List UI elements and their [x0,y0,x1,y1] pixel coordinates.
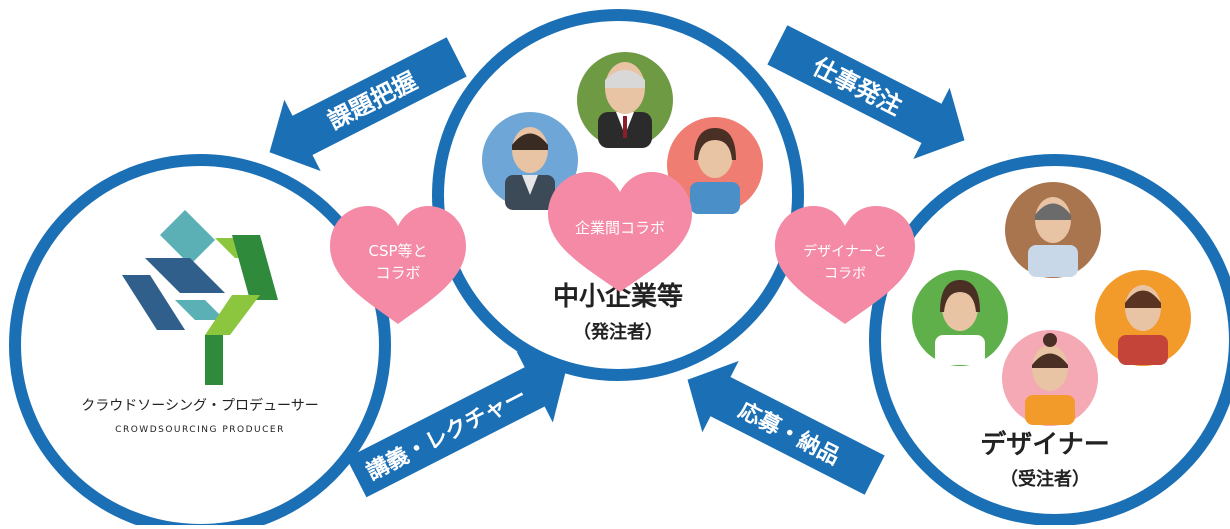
heart-company: 企業間コラボ [548,172,692,292]
avatar-elder-man [577,52,673,148]
avatar-woman [667,117,763,214]
avatar-man [482,112,578,210]
left-ring [9,154,391,529]
heart-designer-line2: コラボ [824,266,866,282]
right-subtitle: （受注者） [1000,468,1090,490]
arrow-bottom-left-label: 講義・レクチャー [362,383,530,486]
heart-csp-line1: CSP等と [368,242,427,260]
csp-logo-text-jp: クラウドソーシング・プロデューサー [81,397,318,414]
csp-logo-text-en: CROWDSOURCING PRODUCER [115,425,285,435]
heart-csp-line2: コラボ [375,264,420,282]
csp-logo-icon [122,210,278,385]
center-subtitle: （発注者） [573,321,663,343]
avatar-designer-4 [1002,330,1098,426]
heart-csp: CSP等と コラボ [330,206,466,324]
arrow-bottom-right: 応募・納品 [687,360,885,495]
right-title: デザイナー [980,429,1109,460]
avatar-designer-1 [1005,182,1101,278]
heart-company-label: 企業間コラボ [575,219,665,237]
heart-designer: デザイナーと コラボ [775,206,915,324]
avatar-designer-3 [1095,270,1191,366]
heart-designer-line1: デザイナーと [803,243,887,260]
avatar-designer-2 [912,270,1008,366]
